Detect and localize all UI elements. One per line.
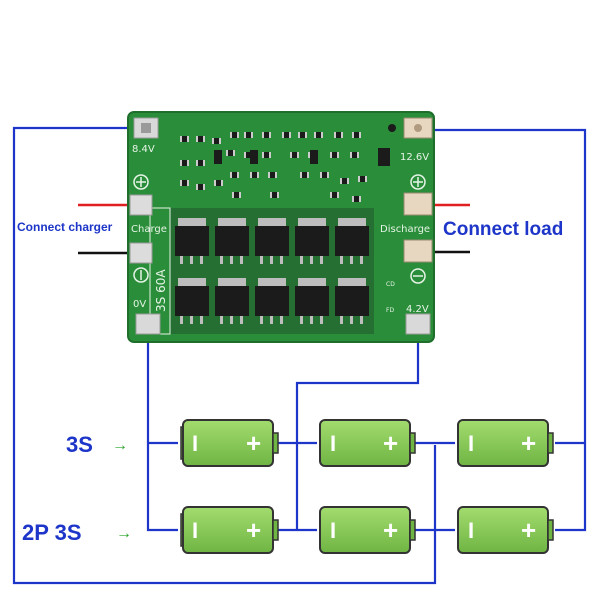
wire-0v-rail bbox=[146, 330, 178, 532]
charge-label: Charge bbox=[131, 224, 167, 235]
plus-symbol-right bbox=[410, 174, 426, 190]
battery-plus-symbol: + bbox=[246, 428, 261, 458]
discharge-label: Discharge bbox=[380, 224, 430, 235]
battery-minus-symbol: I bbox=[468, 518, 474, 543]
battery-plus-symbol: + bbox=[383, 428, 398, 458]
row1-arrow-icon: → bbox=[112, 437, 128, 454]
connect-charger-label: Connect charger bbox=[17, 220, 113, 234]
battery-row1-cell2: I + bbox=[319, 419, 416, 467]
pad-charge-negative bbox=[129, 242, 153, 264]
row2-arrow-icon: → bbox=[116, 525, 132, 542]
pad-0v bbox=[135, 313, 161, 335]
battery-minus-symbol: I bbox=[330, 518, 336, 543]
minus-symbol-right bbox=[410, 268, 426, 284]
fd-label: FD bbox=[386, 307, 394, 314]
row1-label: 3S bbox=[66, 432, 93, 457]
battery-plus-symbol: + bbox=[383, 515, 398, 545]
pad-12v6-label: 12.6V bbox=[400, 152, 429, 163]
pad-4v2 bbox=[405, 313, 431, 335]
pad-0v-label: 0V bbox=[133, 299, 146, 310]
wires bbox=[12, 126, 587, 585]
smd-components bbox=[180, 124, 396, 202]
battery-row2-cell1: I + bbox=[180, 506, 279, 554]
wire-4v2 bbox=[295, 330, 420, 530]
battery-minus-symbol: I bbox=[192, 518, 198, 543]
battery-plus-symbol: + bbox=[246, 515, 261, 545]
cd-label: CD bbox=[386, 281, 395, 288]
battery-minus-symbol: I bbox=[468, 431, 474, 456]
model-label: 3S 60A bbox=[154, 269, 168, 312]
battery-row2-cell3: I + bbox=[457, 506, 554, 554]
pad-charge-positive bbox=[129, 194, 153, 216]
pad-discharge-negative bbox=[403, 239, 433, 263]
battery-minus-symbol: I bbox=[192, 431, 198, 456]
row2-label: 2P 3S bbox=[22, 520, 82, 545]
connect-load-label: Connect load bbox=[443, 219, 563, 240]
battery-minus-symbol: I bbox=[330, 431, 336, 456]
battery-plus-symbol: + bbox=[521, 428, 536, 458]
plus-symbol-left bbox=[133, 174, 149, 190]
battery-row1-cell1: I + bbox=[180, 419, 279, 467]
pad-4v2-label: 4.2V bbox=[406, 304, 429, 315]
battery-plus-symbol: + bbox=[521, 515, 536, 545]
minus-symbol-left bbox=[133, 267, 149, 283]
battery-pack: I + I + I + I + I + bbox=[180, 419, 554, 554]
pad-discharge-positive bbox=[403, 192, 433, 216]
bms-board: 8.4V 12.6V 4.2V 0V Charge Discharge CD F… bbox=[127, 111, 435, 343]
wire-8v4-loop bbox=[12, 126, 437, 585]
battery-row2-cell2: I + bbox=[319, 506, 416, 554]
pad-8v4-label: 8.4V bbox=[132, 144, 155, 155]
wire-12v6-rail bbox=[418, 128, 587, 532]
battery-row1-cell3: I + bbox=[457, 419, 554, 467]
